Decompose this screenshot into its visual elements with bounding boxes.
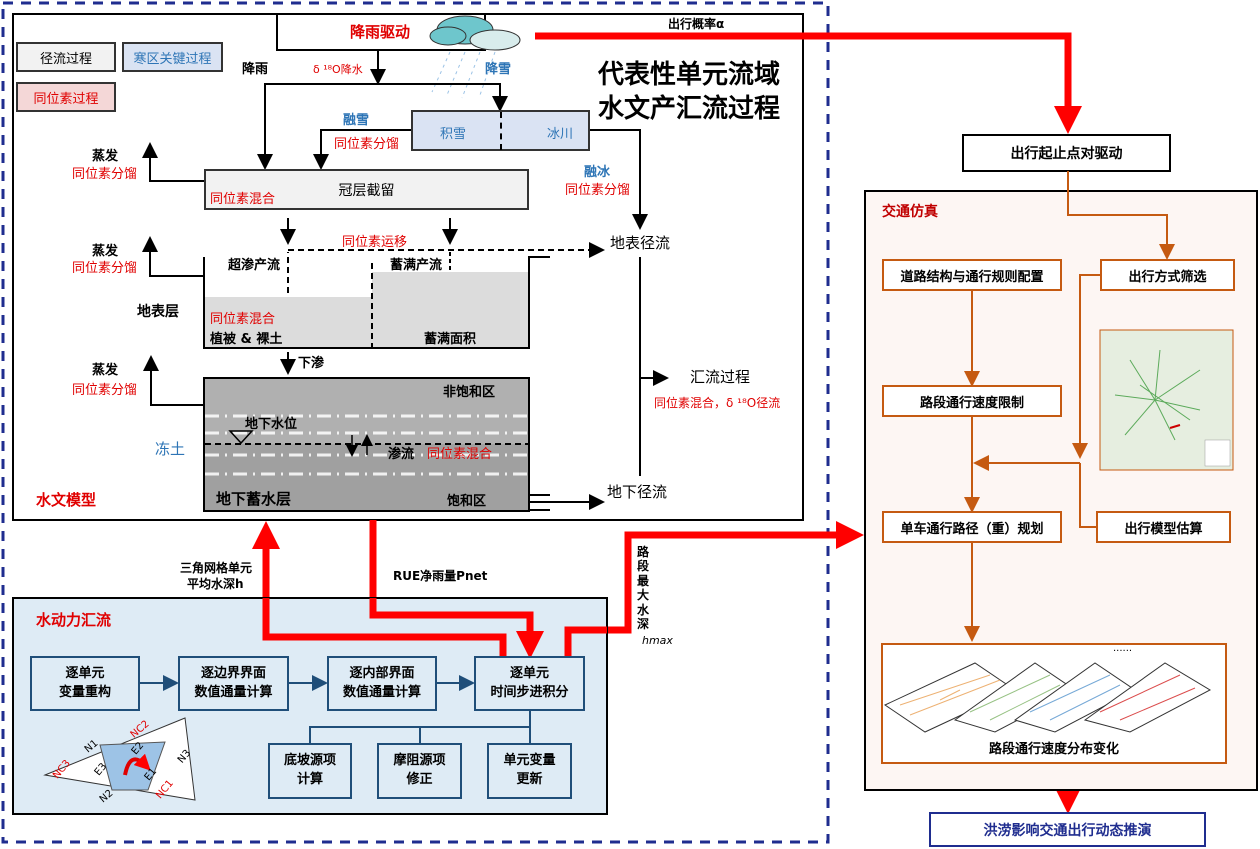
evap-2: 蒸发	[92, 244, 119, 259]
outer-dashed-frame	[1, 1, 830, 844]
infiltration-label: 下渗	[298, 356, 325, 371]
water-table-label: 地下水位	[245, 417, 298, 432]
travel-map-image	[1099, 329, 1234, 471]
saturation-excess-label: 蓄满产流	[390, 258, 443, 273]
od-drive-label: 出行起止点对驱动	[1010, 146, 1123, 162]
legend-cold-region: 寒区关键过程	[122, 42, 223, 72]
ellipsis-label: ......	[1113, 643, 1133, 654]
evap-1-fractionation: 同位素分馏	[72, 167, 138, 182]
mean-depth-label-1: 三角网格单元	[180, 561, 253, 575]
canopy-label: 冠层截留	[338, 182, 395, 199]
sub-bed-slope: 底坡源项 计算	[268, 743, 352, 799]
water-table-icon	[228, 430, 254, 445]
icemelt-label: 融冰	[584, 165, 611, 180]
subsurface-runoff-label: 地下径流	[607, 483, 668, 501]
isotope-transport-label: 同位素运移	[342, 235, 408, 250]
veg-soil-area	[205, 297, 372, 347]
seepage-mixing: 同位素混合	[427, 447, 493, 462]
rain-drive-label: 降雨驱动	[350, 23, 411, 41]
saturated-label: 饱和区	[447, 494, 487, 509]
sub-update: 单元变量 更新	[487, 743, 572, 799]
aquifer-label: 地下蓄水层	[216, 490, 292, 508]
d18o-precip-label: δ ¹⁸O降水	[313, 63, 363, 76]
saturation-area	[372, 272, 528, 347]
evap-2-fractionation: 同位素分馏	[72, 261, 138, 276]
speed-limit-box: 路段通行速度限制	[882, 385, 1062, 417]
canopy-mixing: 同位素混合	[210, 192, 276, 207]
hydro-title-1: 代表性单元流域	[598, 60, 781, 90]
rain-label: 降雨	[242, 62, 269, 77]
evap-3: 蒸发	[92, 363, 119, 378]
result-label: 洪涝影响交通出行动态推演	[983, 822, 1152, 839]
mean-depth-label-2: 平均水深h	[187, 577, 244, 591]
max-depth-char: 大	[636, 588, 649, 603]
evap-3-fractionation: 同位素分馏	[72, 383, 138, 398]
triangle-mesh-icon	[43, 717, 196, 801]
hydro-title-2: 水文产汇流过程	[598, 94, 781, 124]
unsaturated-label: 非饱和区	[443, 385, 496, 400]
icemelt-fractionation: 同位素分馏	[565, 183, 631, 198]
od-drive-box	[962, 134, 1171, 172]
sat-area-label: 蓄满面积	[424, 332, 477, 347]
travel-prob-label: 出行概率α	[668, 17, 725, 31]
max-depth-char: 水	[636, 602, 649, 617]
max-depth-label: 路 段 最 大 水 深	[636, 545, 650, 631]
step-reconstruct: 逐单元 变量重构	[30, 656, 140, 711]
route-plan-box: 单车通行路径（重）规划	[882, 511, 1062, 543]
snowfall-label: 降雪	[485, 62, 512, 77]
sub-friction: 摩阻源项 修正	[377, 743, 462, 799]
snowpack-label: 积雪	[440, 127, 467, 142]
max-depth-char: 路	[636, 545, 649, 559]
rue-label: RUE净雨量Pnet	[393, 569, 488, 583]
routing-label: 汇流过程	[690, 368, 751, 386]
max-depth-char: 段	[636, 559, 649, 574]
legend-runoff: 径流过程	[16, 42, 116, 72]
hydro-model-label: 水文模型	[36, 491, 97, 509]
surface-runoff-label: 地表径流	[610, 234, 671, 252]
cloud-icon	[429, 15, 521, 51]
frozen-soil-label: 冻土	[155, 440, 186, 458]
step-time-integration: 逐单元 时间步进积分	[474, 656, 585, 711]
traffic-sim-label: 交通仿真	[882, 204, 938, 220]
max-depth-char: 深	[636, 616, 649, 631]
result-box	[929, 812, 1206, 847]
canopy-box: 冠层截留	[204, 169, 529, 210]
max-depth-symbol: hmax	[642, 634, 673, 647]
speed-dist-label: 路段通行速度分布变化	[989, 742, 1120, 757]
legend-isotope: 同位素过程	[16, 82, 116, 112]
speed-distribution-maps	[883, 662, 1212, 733]
seepage-label: 渗流	[388, 447, 415, 462]
road-config-box: 道路结构与通行规则配置	[882, 259, 1062, 291]
step-internal-flux: 逐内部界面 数值通量计算	[327, 656, 437, 711]
evap-1: 蒸发	[92, 149, 119, 164]
max-depth-char: 最	[636, 573, 649, 588]
snowmelt-label: 融雪	[343, 113, 370, 128]
step-boundary-flux: 逐边界界面 数值通量计算	[178, 656, 289, 711]
travel-model-box: 出行模型估算	[1096, 511, 1231, 543]
hydrodynamic-label: 水动力汇流	[36, 611, 112, 629]
glacier-label: 冰川	[547, 127, 574, 142]
surface-layer-label: 地表层	[137, 304, 179, 320]
routing-iso-label: 同位素混合，δ ¹⁸O径流	[654, 396, 781, 410]
snow-divider	[500, 112, 502, 150]
snowmelt-fractionation: 同位素分馏	[334, 137, 400, 152]
surface-mixing: 同位素混合	[210, 312, 276, 327]
mode-select-box: 出行方式筛选	[1100, 259, 1235, 291]
veg-soil-label: 植被 & 裸土	[210, 332, 283, 347]
infil-excess-label: 超渗产流	[228, 258, 281, 273]
